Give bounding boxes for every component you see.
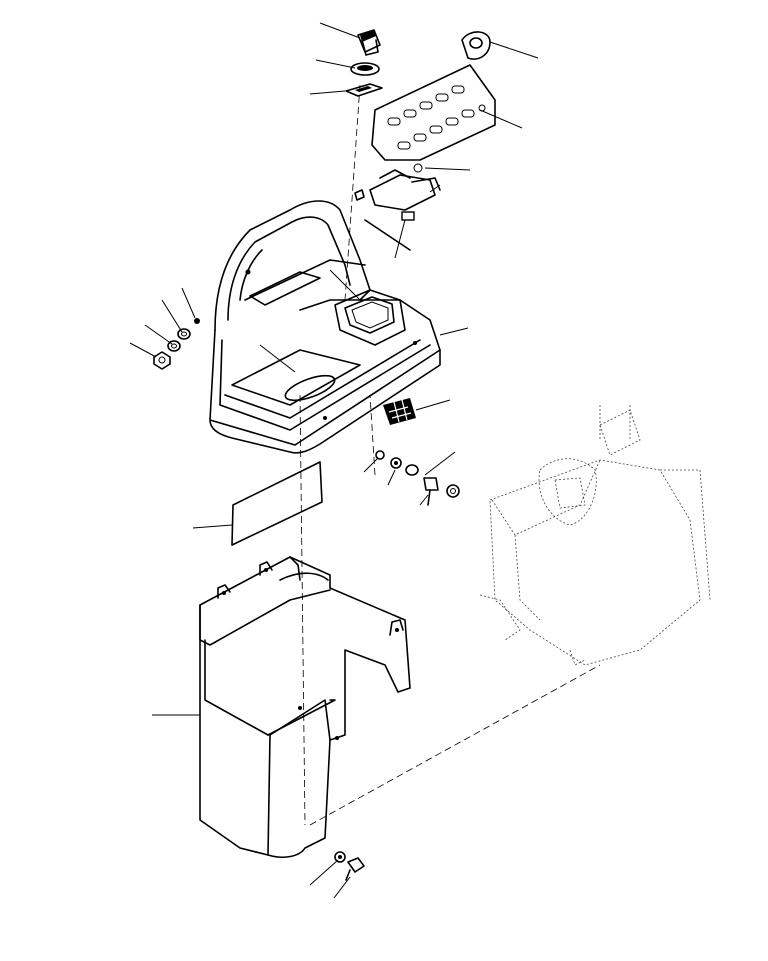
top-panel-plate xyxy=(371,64,496,161)
gasket-part xyxy=(345,83,383,97)
left-nut-2 xyxy=(177,328,191,340)
left-bolt xyxy=(194,318,200,324)
ring-part xyxy=(461,31,491,60)
bottom-bolt xyxy=(345,857,365,881)
clip-washer xyxy=(446,484,460,498)
left-nut-1 xyxy=(153,351,171,370)
knob-part xyxy=(357,29,381,56)
lock-washer xyxy=(390,457,402,469)
console-box xyxy=(209,200,441,454)
keypad-part xyxy=(383,398,416,425)
left-washer xyxy=(167,340,181,352)
screw-bolt xyxy=(423,477,439,506)
background-machine-frame xyxy=(479,405,711,666)
insulation-sheet xyxy=(231,461,323,546)
lower-cover-housing xyxy=(199,556,411,858)
bottom-washer xyxy=(334,851,346,863)
small-nut xyxy=(375,450,385,460)
switch-bracket-assembly xyxy=(354,163,441,251)
grommet-part xyxy=(350,62,380,76)
leader-lines xyxy=(129,22,539,899)
flat-washer xyxy=(405,464,419,476)
